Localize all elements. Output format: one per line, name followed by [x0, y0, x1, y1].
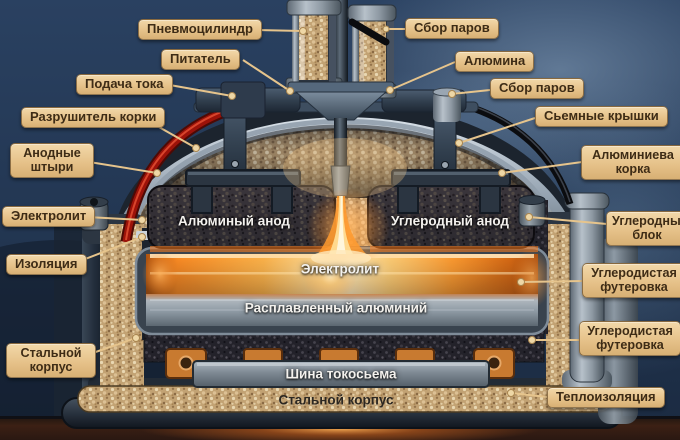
anode-bracket-left: [185, 169, 301, 214]
callout-crust-breaker: Разрушитель корки: [21, 107, 166, 128]
callout-feeder: Питатель: [161, 49, 240, 70]
callout-carbon-lining-upper: Углеродистая футеровка: [582, 263, 680, 298]
feeder-funnel: [294, 91, 388, 121]
callout-vapor-collection-top: Сбор паров: [405, 18, 499, 39]
vapor-port: [433, 92, 461, 122]
callout-vapor-collection-right: Сбор паров: [490, 78, 584, 99]
label-current-bus: Шина токосьема: [285, 366, 397, 382]
callout-steel-casing-side: Стальной корпус: [6, 343, 96, 378]
label-molten-aluminum: Расплавленный алюминий: [244, 300, 428, 316]
label-electrolyte: Электролит: [300, 261, 380, 277]
callout-pneumatic-cylinder: Пневмоцилиндр: [138, 19, 262, 40]
anodes: [147, 99, 546, 252]
current-bus-bar: [192, 360, 490, 388]
background-column: [54, 208, 84, 424]
anode-bracket-right: [391, 169, 511, 214]
vapor-pipe-top: [348, 18, 390, 46]
callout-thermal-insulation: Теплоизоляция: [547, 387, 665, 408]
label-carbon-anode: Углеродный анод: [391, 213, 509, 229]
callout-removable-covers: Сьемные крышки: [535, 106, 668, 127]
callout-aluminum-crust: Алюминиева корка: [581, 145, 680, 180]
callout-current-supply: Подача тока: [76, 74, 173, 95]
pour-stream: [283, 138, 407, 268]
callout-alumina: Алюмина: [455, 51, 535, 72]
callout-electrolyte-side: Электролит: [2, 206, 96, 227]
callout-carbon-lining-lower: Углеродистая футеровка: [579, 321, 680, 356]
label-aluminum-anode: Алюминый анод: [178, 213, 290, 229]
feeder-assembly: [193, 0, 479, 197]
label-steel-casing-bottom: Стальной корпус: [278, 392, 394, 408]
junction-box: [220, 81, 266, 119]
callout-insulation: Изоляция: [6, 254, 87, 275]
callout-anode-pins: Анодные штыри: [10, 143, 94, 178]
callout-carbon-block: Углеродный блок: [606, 211, 680, 246]
